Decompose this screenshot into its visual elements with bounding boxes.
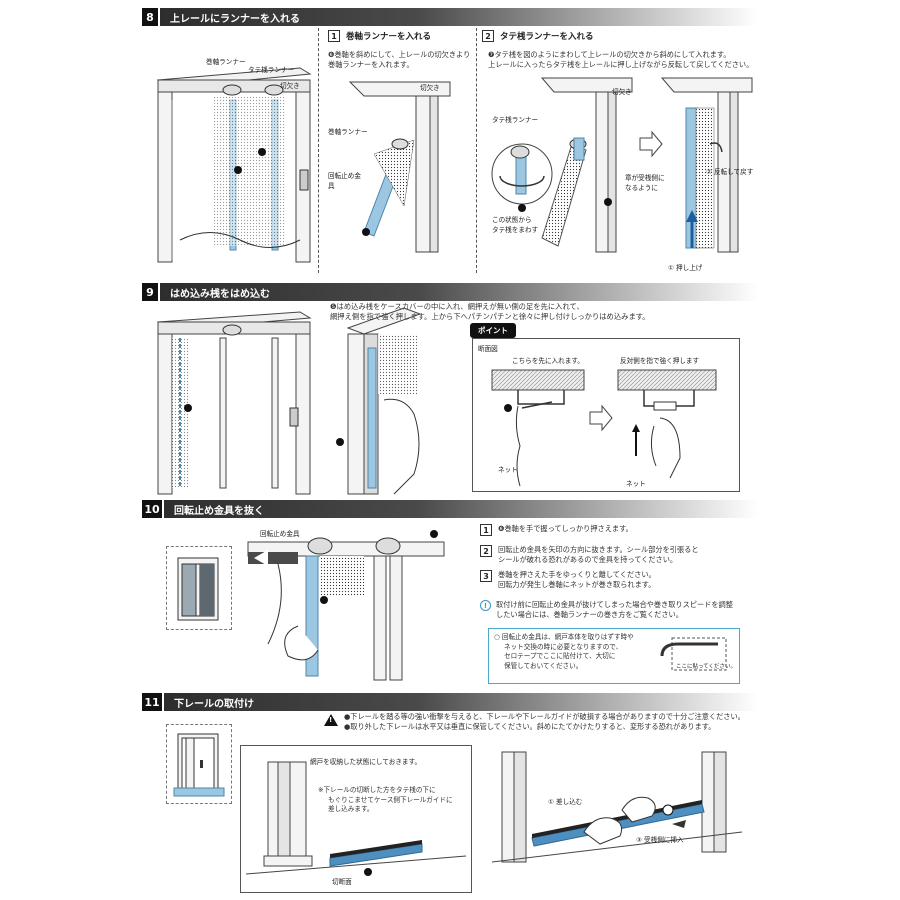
s11-note-line3: 差し込みます。 xyxy=(328,805,374,813)
s8-panel1-text: ❻巻軸を斜めにして、上レールの切欠きより 巻軸ランナーを入れます。 xyxy=(328,50,470,70)
s11-warning-line1: ●下レールを踏る等の強い衝撃を与えると、下レールや下レールガイドが破損する場合が… xyxy=(344,712,745,721)
s10-keep-box xyxy=(488,628,740,684)
s10-step-3-text2: 回転力が発生し巻軸にネットが巻き取られます。 xyxy=(498,580,656,589)
s8-panel2-label-notch: 切欠き xyxy=(612,88,632,96)
s8-panel2-title: タテ桟ランナーを入れる xyxy=(500,32,594,42)
s9-text: ❺はめ込み桟をケースカバーの中に入れ、網押えが無い側の足を先に入れて、 網押え側… xyxy=(330,302,650,322)
s10-keep-text: ○ 回転止め金具は、網戸本体を取りはずす時や ネット交換の時に必要となりますので… xyxy=(494,633,634,671)
s9-section-view-label: 断面図 xyxy=(478,345,498,353)
s10-tape-illustration xyxy=(660,637,727,671)
s10-notice: ! 取付け前に回転止め金具が抜けてしまった場合や巻き取りスピードを調整 したい場… xyxy=(480,600,733,620)
s8-divider-1 xyxy=(318,28,319,273)
s11-insert: ① 差し込む xyxy=(548,798,583,806)
s8-panel1-illustration xyxy=(348,81,451,253)
s8-panel1-label-notch: 切欠き xyxy=(420,84,440,92)
s8-panel2-num: 2 xyxy=(482,30,494,42)
s11-right-illustration xyxy=(491,751,743,863)
s10-step-3: 3 巻軸を押さえた手をゆっくりと離してください。 回転力が発生し巻軸にネットが巻… xyxy=(480,570,656,590)
s8-panel2-head: 2 タテ桟ランナーを入れる xyxy=(482,30,594,42)
s9-detail-illustration xyxy=(336,307,422,495)
s10-tape-here: ここに貼ってください。 xyxy=(676,664,737,670)
s9-text-line2: 網押え側を指で強く押します。上から下へパチンパチンと徐々に押し付けしっかりはめ込… xyxy=(330,312,650,321)
s10-step-3-num: 3 xyxy=(480,570,492,582)
s10-step-2: 2 回転止め金具を矢印の方向に抜きます。シール部分を引張ると シールが破れる恐れ… xyxy=(480,545,699,565)
s8-panel2-label-rotate-line1: この状態から xyxy=(492,216,532,224)
s8-label-winding-runner: 巻軸ランナー xyxy=(206,58,246,66)
s10-notice-line2: したい場合には、巻軸ランナーの巻き方をご覧ください。 xyxy=(496,610,683,619)
s11-cut-face: 切断面 xyxy=(332,878,352,886)
s10-mini-window-icon xyxy=(177,557,219,621)
section-9-title: はめ込み桟をはめ込む xyxy=(170,288,270,300)
s8-panel1-head: 1 巻軸ランナーを入れる xyxy=(328,30,431,42)
s8-panel2-label-face-line1: 章が受桟側に xyxy=(625,174,665,182)
section-8-overview-illustration xyxy=(156,67,312,263)
s8-divider-2 xyxy=(476,28,477,273)
section-10-header: 10 回転止め金具を抜く xyxy=(142,500,758,518)
s8-label-notch: 切欠き xyxy=(280,82,300,90)
s11-stored: 網戸を収納した状態にしておきます。 xyxy=(310,758,422,766)
s10-step-1-text: ❻巻軸を手で握ってしっかり押さえます。 xyxy=(498,524,633,533)
section-10-number: 10 xyxy=(142,500,164,518)
s8-panel1-text-line2: 巻軸ランナーを入れます。 xyxy=(328,60,414,69)
s11-note-line1: ※下レールの切断した方をタテ桟の下に xyxy=(318,786,436,794)
s8-panel1-num: 1 xyxy=(328,30,340,42)
s8-panel2-illustration xyxy=(491,77,753,253)
section-8-header: 8 上レールにランナーを入れる xyxy=(142,8,758,26)
s10-keep-line3: セロテープでここに貼付けて、大切に xyxy=(504,652,616,660)
s9-net-label-2: ネット xyxy=(626,480,646,488)
s11-mini-window-icon xyxy=(173,733,225,797)
s8-panel2-label-tate-runner: タテ桟ランナー xyxy=(492,116,539,124)
s10-step-3-text1: 巻軸を押さえた手をゆっくりと離してください。 xyxy=(498,570,656,579)
s10-keep-line1: ○ 回転止め金具は、網戸本体を取りはずす時や xyxy=(494,633,634,641)
s11-insert-receiver: ③ 受桟側に挿入 xyxy=(636,836,684,844)
s10-main-illustration xyxy=(247,530,445,681)
s8-panel2-label-push-up: ① 押し上げ xyxy=(668,264,703,272)
s8-panel2-text-line2: 上レールに入ったらタテ桟を上レールに押し上げながら反転して戻してください。 xyxy=(488,60,754,69)
s8-panel1-text-line1: ❻巻軸を斜めにして、上レールの切欠きより xyxy=(328,50,471,59)
section-9-header: 9 はめ込み桟をはめ込む xyxy=(142,283,758,301)
s8-panel1-title: 巻軸ランナーを入れる xyxy=(346,32,432,42)
warning-exclamation: ! xyxy=(329,716,333,724)
s8-panel2-text: ❼タテ桟を図のようにまわして上レールの切欠きから斜めにして入れます。 上レールに… xyxy=(488,50,753,70)
s9-insert-first: こちらを先に入れます。 xyxy=(512,357,584,365)
s10-step-2-num: 2 xyxy=(480,545,492,557)
section-9-overview-illustration xyxy=(156,311,312,495)
warning-triangle-icon xyxy=(324,714,338,726)
s11-warning-line2: ●取り外した下レールは水平又は垂直に保管してください。斜めにたてかけたりすると、… xyxy=(344,722,716,731)
s10-step-2-text1: 回転止め金具を矢印の方向に抜きます。シール部分を引張ると xyxy=(498,545,699,554)
section-8-number: 8 xyxy=(142,8,160,26)
s10-notice-line1: 取付け前に回転止め金具が抜けてしまった場合や巻き取りスピードを調整 xyxy=(496,600,733,609)
s8-panel2-label-face: 章が受桟側に なるように xyxy=(625,172,665,192)
section-11-number: 11 xyxy=(142,693,164,711)
s8-panel1-label-winding-runner: 巻軸ランナー xyxy=(328,128,368,136)
s11-note-line2: もぐりこませてケース側下レールガイドに xyxy=(328,795,453,804)
section-8-title: 上レールにランナーを入れる xyxy=(170,13,300,25)
s10-step-1-num: 1 xyxy=(480,524,492,536)
section-11-header: 11 下レールの取付け xyxy=(142,693,758,711)
s11-left-illustration xyxy=(245,761,467,876)
s10-step-1: 1 ❻巻軸を手で握ってしっかり押さえます。 xyxy=(480,524,633,536)
s8-panel1-label-rotation-stopper: 回転止め金具 xyxy=(328,172,361,190)
s8-panel2-text-line1: ❼タテ桟を図のようにまわして上レールの切欠きから斜めにして入れます。 xyxy=(488,50,731,59)
s8-panel2-label-rotate-line2: タテ桟をまわす xyxy=(492,226,539,234)
section-10-title: 回転止め金具を抜く xyxy=(174,505,264,517)
s8-panel2-label-face-line2: なるように xyxy=(625,184,658,192)
s10-keep-line4: 保管しておいてください。 xyxy=(504,661,583,670)
s11-note: ※下レールの切断した方をタテ桟の下に もぐりこませてケース側下レールガイドに 差… xyxy=(318,786,453,815)
s10-step-2-text2: シールが破れる恐れがあるので金具を持ってください。 xyxy=(498,555,678,564)
s9-net-label-1: ネット xyxy=(498,466,518,474)
s9-point-tag: ポイント xyxy=(470,323,516,338)
section-9-number: 9 xyxy=(142,283,160,301)
s10-keep-line2: ネット交換の時に必要となりますので、 xyxy=(504,642,623,651)
notice-icon: ! xyxy=(480,600,491,611)
section-11-title: 下レールの取付け xyxy=(174,698,254,710)
s8-panel2-label-rotate: この状態から タテ桟をまわす xyxy=(492,214,538,234)
s10-rotation-stopper-label: 回転止め金具 xyxy=(260,530,300,538)
s9-section-diagram xyxy=(491,369,717,487)
s9-text-line1: ❺はめ込み桟をケースカバーの中に入れ、網押えが無い側の足を先に入れて、 xyxy=(330,302,584,311)
s9-press-opposite: 反対側を指で強く押します xyxy=(620,357,700,365)
s8-panel2-label-flip-back: ② 反転して戻す xyxy=(706,168,754,176)
s8-label-tate-runner: タテ桟ランナー xyxy=(248,66,295,74)
